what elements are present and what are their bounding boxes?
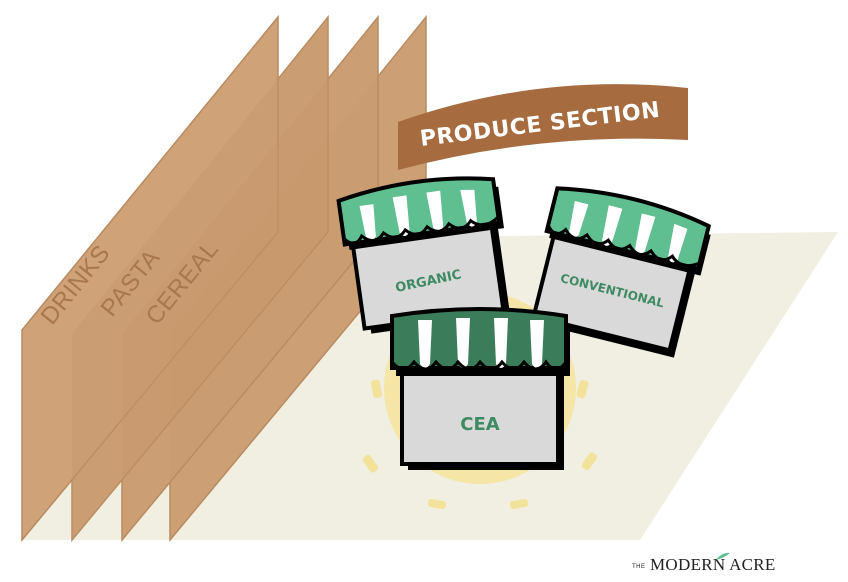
- store-organic: ORGANIC: [336, 176, 511, 334]
- logo-prefix: THE: [632, 564, 646, 570]
- shelf-shade-2: [72, 17, 328, 540]
- store-conventional: CONVENTIONAL: [531, 186, 712, 358]
- shelf-shade-4: [170, 17, 426, 540]
- logo-name: MODERN ACRE: [650, 555, 776, 574]
- modern-acre-logo: THE MODERN ACRE: [632, 552, 776, 574]
- produce-section-banner: PRODUCE SECTION: [398, 84, 688, 170]
- store-label-cea: CEA: [460, 414, 500, 435]
- shelf-1: [21, 14, 279, 543]
- shelf-shade-3: [122, 17, 378, 540]
- store-cea: CEA: [390, 307, 570, 470]
- leaf-icon: [716, 552, 730, 560]
- aisle-shelves: [21, 14, 427, 543]
